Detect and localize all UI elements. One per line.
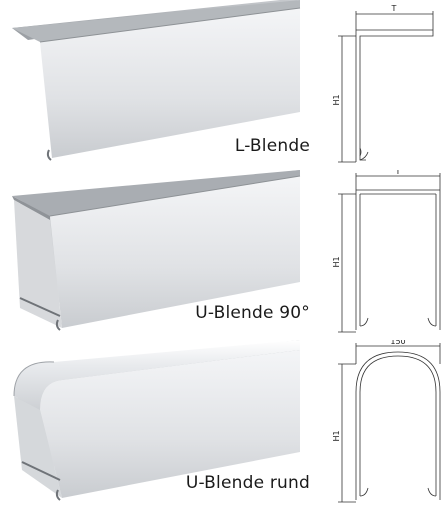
u-blende-90-drawing: T H1 bbox=[332, 170, 441, 333]
l-blende-drawing: T H1 bbox=[332, 4, 434, 163]
profile-row-u-blende-90: U-Blende 90° T H1 bbox=[0, 170, 443, 336]
l-blende-top-dim: T bbox=[391, 4, 397, 13]
u-blende-rund-side-dim: H1 bbox=[332, 430, 341, 441]
profile-row-u-blende-rund: U-Blende rund 150 H1 bbox=[0, 340, 443, 506]
l-blende-render bbox=[12, 0, 301, 161]
l-blende-caption: L-Blende bbox=[234, 136, 310, 156]
u-blende-rund-caption: U-Blende rund bbox=[185, 473, 310, 493]
u-blende-90-render bbox=[12, 170, 301, 331]
u-blende-90-caption: U-Blende 90° bbox=[195, 303, 310, 323]
l-blende-side-dim: H1 bbox=[332, 94, 341, 105]
u-blende-90-side-dim: H1 bbox=[332, 256, 341, 267]
u-blende-90-top-dim: T bbox=[395, 170, 401, 176]
u-blende-rund-drawing: 150 H1 bbox=[332, 340, 441, 503]
u-blende-rund-render bbox=[13, 340, 300, 501]
profile-row-l-blende: L-Blende T H1 bbox=[0, 0, 443, 166]
u-blende-rund-top-dim: 150 bbox=[390, 340, 405, 346]
